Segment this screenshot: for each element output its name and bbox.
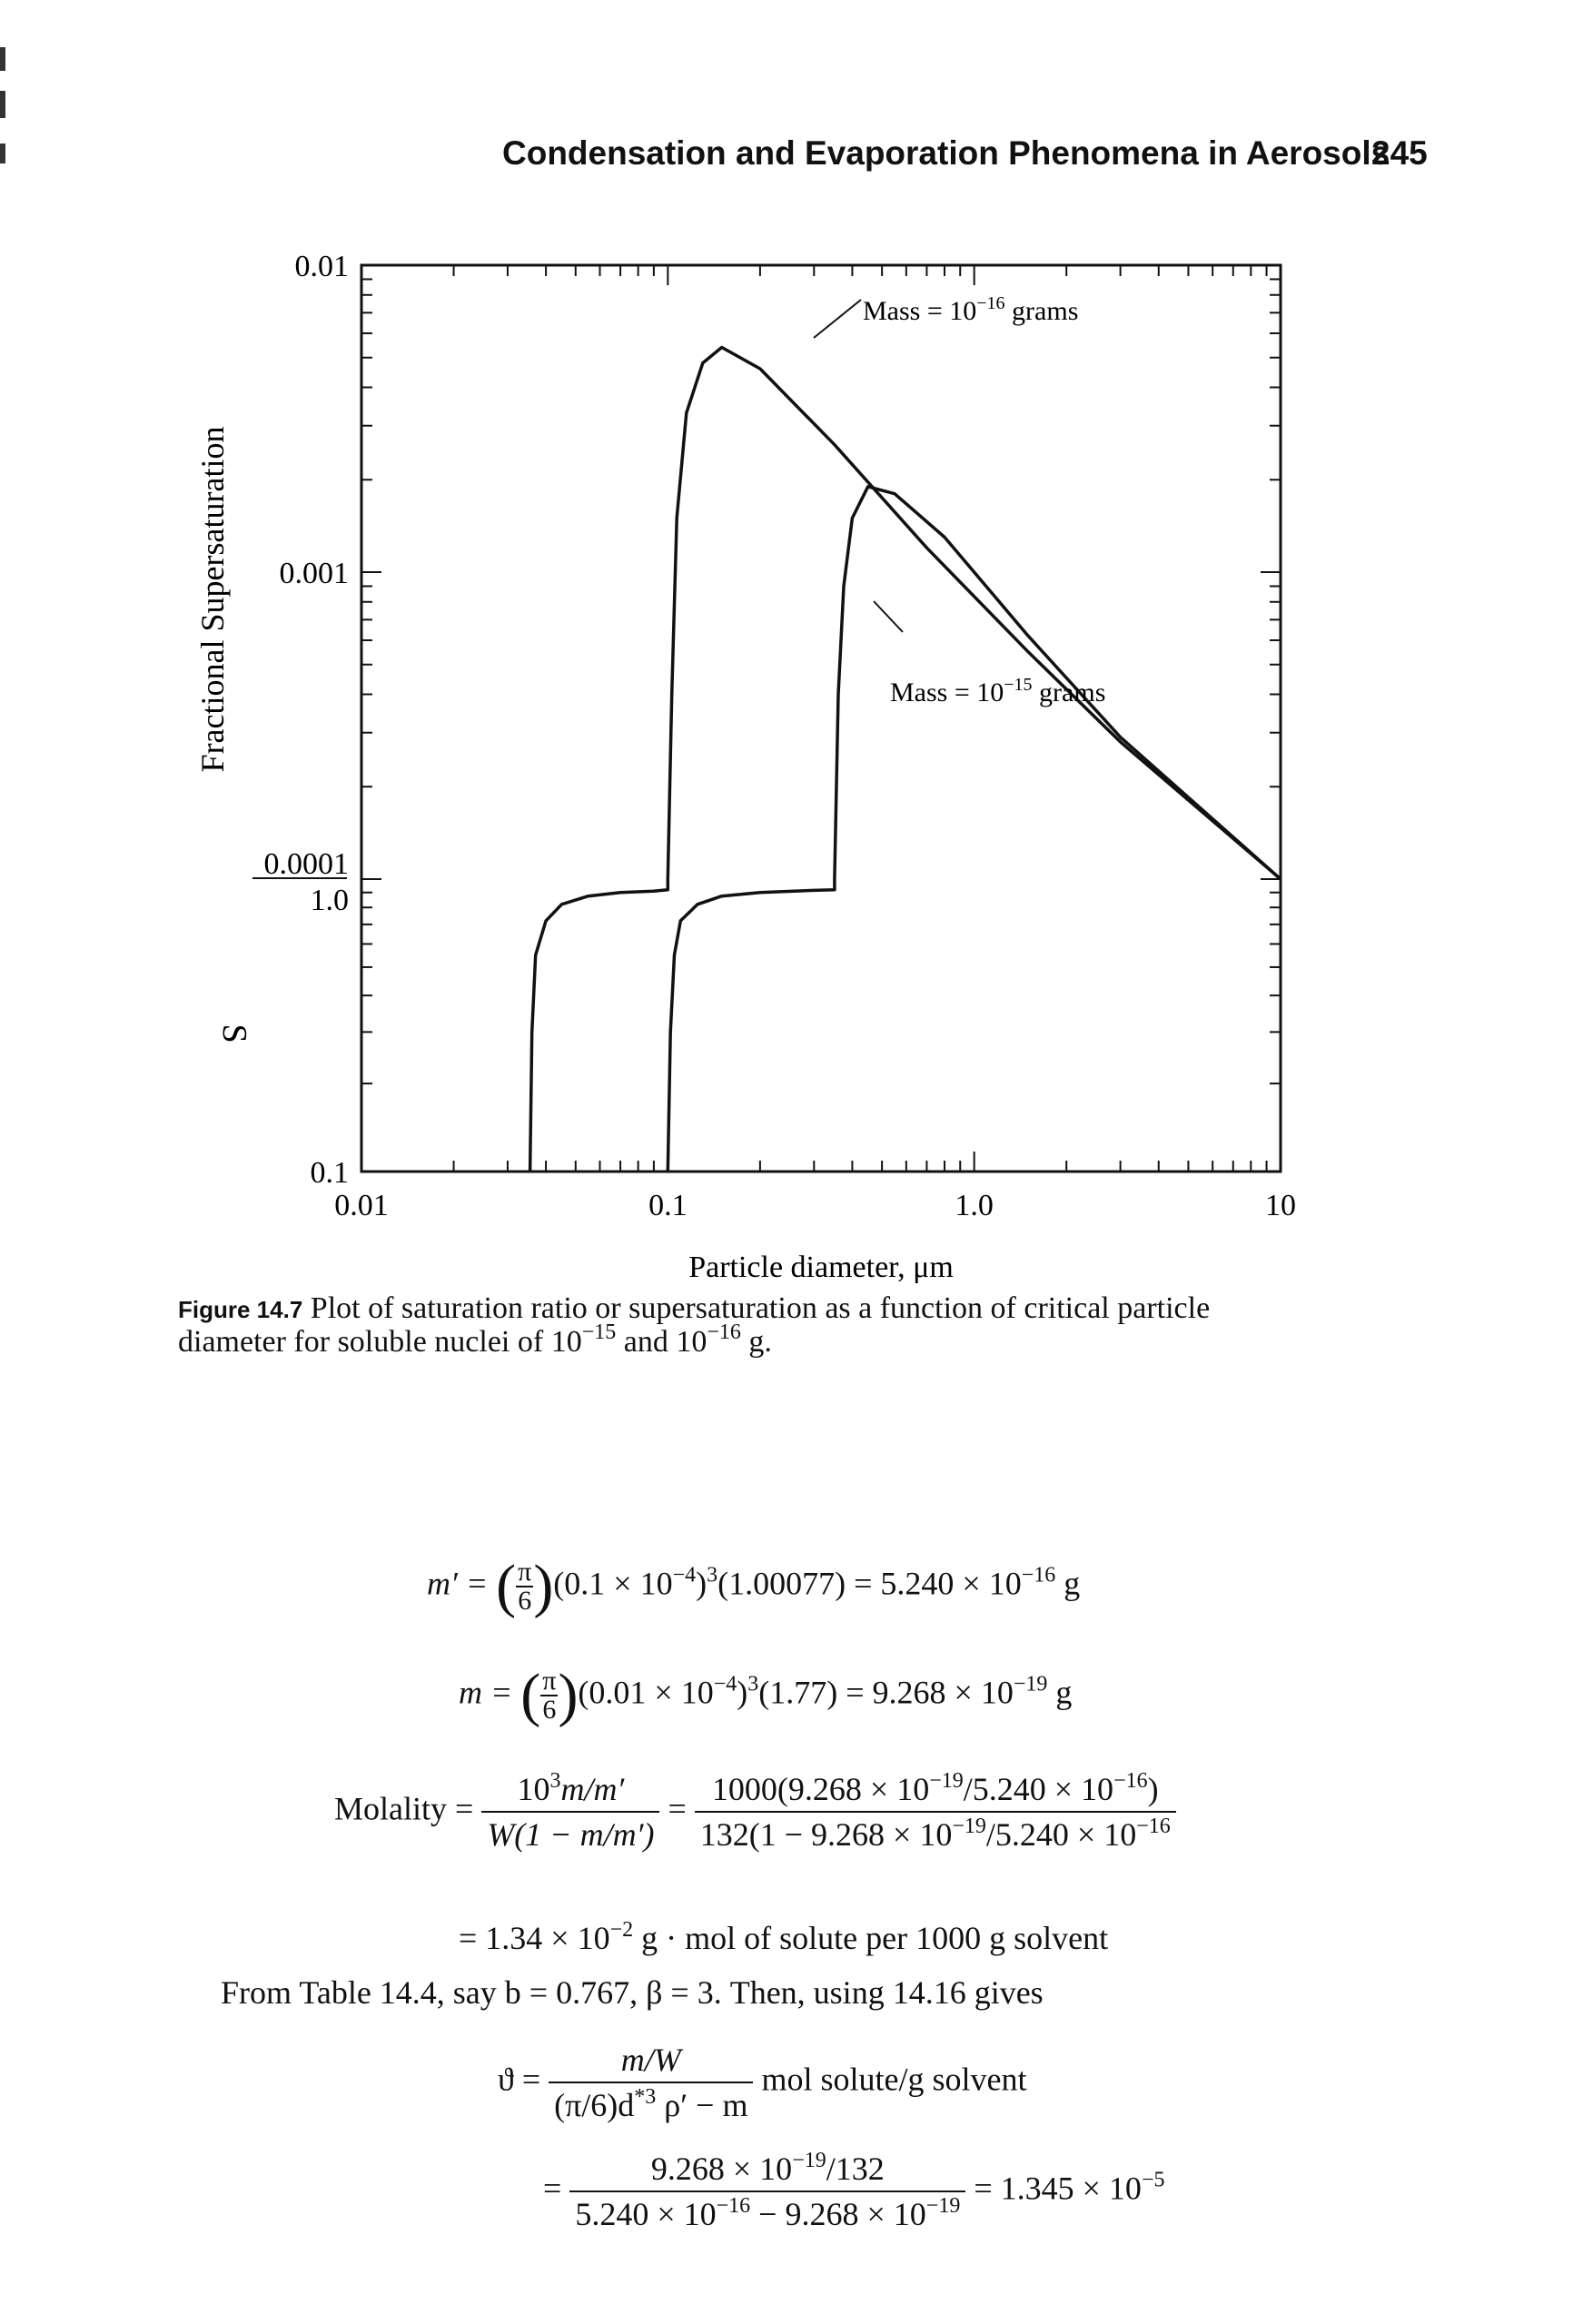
eq-rhs: = 1.34 × 10	[459, 1920, 610, 1956]
eq-exp: −4	[713, 1672, 737, 1696]
frac-text: m/m′	[560, 1771, 625, 1807]
eq-lhs: m =	[459, 1674, 513, 1711]
margin-mark	[0, 143, 5, 163]
eq-exp: −2	[609, 1918, 634, 1942]
x-axis-title: Particle diameter, μm	[688, 1251, 954, 1284]
theta-value-fraction: 9.268 × 10−19/132 5.240 × 10−16 − 9.268 …	[569, 2149, 966, 2232]
eq-exp: 3	[707, 1563, 718, 1587]
frac-exp: *3	[634, 2085, 657, 2109]
x-tick-label: 1.0	[955, 1189, 994, 1222]
eq-rhs: )	[696, 1565, 707, 1602]
y-axis-title-lower: S	[215, 1024, 253, 1043]
annotation-mass-16: Mass = 10−16 grams	[863, 293, 1078, 326]
frac-exp: −16	[716, 2194, 751, 2218]
frac-text: 1000(9.268 × 10	[711, 1771, 930, 1807]
frac-text: 132(1 − 9.268 × 10	[699, 1816, 953, 1853]
eq-rhs: (0.01 × 10	[578, 1674, 714, 1711]
eq-unit: g	[1055, 1565, 1081, 1602]
caption-text: Plot of saturation ratio or supersaturat…	[178, 1291, 1211, 1359]
eq-unit: g	[1047, 1674, 1073, 1711]
frac-exp: −16	[1113, 1769, 1148, 1793]
frac-text: ρ′ − m	[656, 2087, 748, 2123]
chart-axes	[360, 263, 1282, 1173]
frac-text: W(1 − m/m′)	[487, 1816, 655, 1853]
chart-ticks	[361, 265, 1281, 1172]
frac-exp: −19	[929, 1769, 964, 1793]
running-head: Condensation and Evaporation Phenomena i…	[502, 134, 1390, 172]
eq-rhs: (0.1 × 10	[553, 1565, 673, 1602]
figure-caption: Figure 14.7 Plot of saturation ratio or …	[178, 1292, 1304, 1359]
eq-exp: −4	[672, 1563, 697, 1587]
x-tick-label: 0.01	[334, 1189, 389, 1222]
caption-exp: −15	[581, 1320, 617, 1344]
eq-exp: 3	[747, 1672, 759, 1696]
curve-series-2	[666, 485, 1282, 1172]
caption-label: Figure 14.7	[178, 1296, 303, 1323]
frac-text: − 9.268 × 10	[750, 2196, 926, 2232]
page-number: 245	[1371, 134, 1428, 172]
theta-fraction: m/W (π/6)d*3 ρ′ − m	[549, 2042, 754, 2123]
eq-exp: −19	[1013, 1672, 1048, 1696]
frac-text: )	[1147, 1771, 1159, 1807]
margin-mark	[0, 91, 5, 118]
chart-curves	[528, 345, 1282, 1172]
caption-text: and 10	[616, 1325, 707, 1359]
eq-lhs: ϑ =	[498, 2061, 541, 2098]
eq-exp: −16	[1021, 1563, 1056, 1587]
frac-text: /5.240 × 10	[985, 1816, 1137, 1853]
eq-rhs: = 1.345 × 10	[974, 2170, 1142, 2207]
eq-exp: −5	[1141, 2168, 1165, 2192]
frac-exp: −19	[925, 2194, 961, 2218]
margin-mark	[0, 47, 5, 71]
frac-exp: −19	[792, 2149, 826, 2172]
y-tick-label: 0.0001	[264, 847, 350, 881]
frac-text: (π/6)d	[554, 2087, 635, 2123]
x-tick-label: 0.1	[648, 1189, 688, 1222]
equation-molality: Molality = 103m/m′ W(1 − m/m′) = 1000(9.…	[334, 1769, 1176, 1853]
caption-exp: −16	[707, 1320, 741, 1344]
molality-fraction-1: 103m/m′ W(1 − m/m′)	[481, 1769, 660, 1853]
molality-result: = 1.34 × 10−2 g · mol of solute per 1000…	[459, 1918, 1109, 1956]
frac-text: 5.240 × 10	[575, 2196, 717, 2232]
frac-text: /5.240 × 10	[963, 1771, 1114, 1807]
eq-rhs: g · mol of solute per 1000 g solvent	[633, 1920, 1109, 1956]
eq-lhs: m′ =	[427, 1565, 489, 1602]
from-table-text: From Table 14.4, say b = 0.767, β = 3. T…	[221, 1974, 1044, 2011]
y-tick-label: 0.1	[311, 1156, 350, 1190]
frac-text: /132	[826, 2151, 885, 2187]
y-tick-label: 0.001	[280, 557, 350, 590]
eq-lhs: Molality =	[334, 1790, 474, 1827]
eq-rhs: (1.00077) = 5.240 × 10	[717, 1565, 1022, 1602]
frac-text: 10	[517, 1771, 550, 1807]
y-tick-label: 1.0	[311, 884, 350, 917]
y-tick-label: 0.01	[295, 250, 350, 283]
frac-exp: 3	[549, 1769, 561, 1793]
equation-theta: ϑ = m/W (π/6)d*3 ρ′ − m mol solute/g sol…	[498, 2042, 1026, 2123]
annotation-arrow	[813, 299, 862, 339]
annotation-arrow	[873, 600, 904, 633]
equation-theta-value: = 9.268 × 10−19/132 5.240 × 10−16 − 9.26…	[543, 2149, 1165, 2232]
annotation-mass-15: Mass = 10−15 grams	[890, 675, 1105, 707]
y-axis-title-upper: Fractional Supersaturation	[194, 427, 231, 773]
x-tick-label: 10	[1265, 1189, 1296, 1222]
frac-text: 9.268 × 10	[650, 2151, 793, 2187]
eq-rhs: )	[737, 1674, 748, 1711]
curve-series-1	[528, 345, 1282, 1172]
plot-frame	[360, 263, 1282, 1173]
eq-rhs: (1.77) = 9.268 × 10	[758, 1674, 1014, 1711]
caption-text: g.	[740, 1325, 772, 1359]
molality-fraction-2: 1000(9.268 × 10−19/5.240 × 10−16) 132(1 …	[694, 1769, 1176, 1853]
frac-exp: −16	[1136, 1815, 1171, 1838]
frac-exp: −19	[952, 1815, 986, 1838]
frac-text: m/W	[549, 2042, 754, 2083]
eq-unit: mol solute/g solvent	[761, 2061, 1027, 2098]
